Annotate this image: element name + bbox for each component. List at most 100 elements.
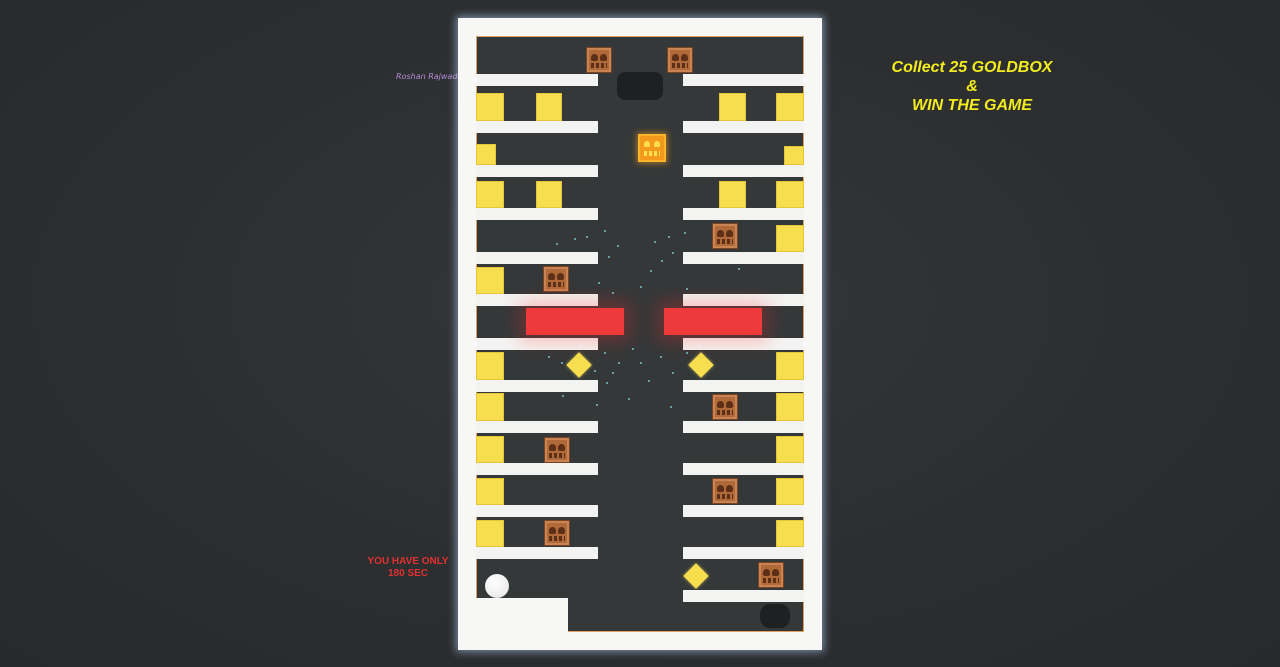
crate-icon [544,520,570,546]
exit-hole [617,72,663,100]
sparkle-particle [556,243,558,245]
sparkle-particle [604,230,606,232]
gold-box-icon [776,352,804,380]
sparkle-particle [632,348,634,350]
sparkle-particle [617,245,619,247]
sparkle-particle [618,362,620,364]
sparkle-particle [612,292,614,294]
goal-line-1: Collect 25 GOLDBOX [891,59,1053,76]
shelf-right [683,121,804,133]
sparkle-particle [660,356,662,358]
shelf-left [476,505,598,517]
sparkle-particle [684,232,686,234]
shelf-right [683,338,804,350]
shelf-right [683,590,804,602]
sparkle-particle [612,372,614,374]
gold-box-icon [476,352,504,380]
shelf-left [476,547,598,559]
crate-icon [667,47,693,73]
crate-icon [758,562,784,588]
gold-box-icon [776,436,804,463]
shelf-right [683,505,804,517]
gold-box-icon [784,146,804,165]
gold-box-icon [476,267,504,294]
shelf-left [476,421,598,433]
sparkle-particle [586,236,588,238]
sparkle-particle [738,268,740,270]
sparkle-particle [561,362,563,364]
crate-icon [586,47,612,73]
sparkle-particle [648,380,650,382]
time-limit-notice: YOU HAVE ONLY 180 SEC [358,556,458,580]
sparkle-particle [608,256,610,258]
sparkle-particle [574,238,576,240]
laser-barrier-right [664,308,762,335]
sparkle-particle [661,260,663,262]
gold-box-icon [536,93,562,121]
glowing-gold-box-icon [638,134,666,162]
shelf-right [683,463,804,475]
shelf-right [683,547,804,559]
author-credit: Roshan Rajwade [396,72,463,81]
shelf-left [476,463,598,475]
sparkle-particle [604,352,606,354]
sparkle-particle [686,288,688,290]
sparkle-particle [562,395,564,397]
gold-box-icon [476,144,496,165]
gold-box-icon [776,181,804,208]
goal-instructions: Collect 25 GOLDBOX & WIN THE GAME [872,58,1072,115]
shelf-right [683,208,804,220]
shelf-right [683,380,804,392]
laser-barrier-left [526,308,624,335]
shelf-left [476,252,598,264]
shelf-left [476,380,598,392]
sparkle-particle [672,372,674,374]
sparkle-particle [596,404,598,406]
sparkle-particle [668,236,670,238]
crate-icon [543,266,569,292]
timer-line-2: 180 SEC [387,568,429,579]
gold-box-icon [776,520,804,547]
gold-box-icon [476,181,504,208]
sparkle-particle [606,382,608,384]
shelf-left [476,294,598,306]
shelf-left [476,338,598,350]
gold-box-icon [776,478,804,505]
start-platform [476,598,568,632]
sparkle-particle [670,406,672,408]
shelf-right [683,294,804,306]
gold-box-icon [776,225,804,252]
shelf-left [476,121,598,133]
shelf-right [683,74,804,86]
sparkle-particle [640,286,642,288]
goal-line-3: WIN THE GAME [912,97,1032,114]
spawn-hole [760,604,790,628]
sparkle-particle [548,356,550,358]
shelf-left [476,74,598,86]
sparkle-particle [594,370,596,372]
gold-box-icon [719,181,746,208]
gold-box-icon [776,393,804,421]
goal-line-2: & [966,78,978,95]
crate-icon [712,223,738,249]
sparkle-particle [654,241,656,243]
gold-box-icon [476,436,504,463]
shelf-left [476,165,598,177]
shelf-right [683,165,804,177]
shelf-right [683,421,804,433]
gold-box-icon [476,520,504,547]
shelf-left [476,208,598,220]
gold-box-icon [476,93,504,121]
player-ball-icon [485,574,509,598]
sparkle-particle [686,352,688,354]
sparkle-particle [650,270,652,272]
gold-box-icon [776,93,804,121]
gold-box-icon [476,478,504,505]
crate-icon [544,437,570,463]
timer-line-1: YOU HAVE ONLY [367,556,449,567]
gold-box-icon [719,93,746,121]
sparkle-particle [628,398,630,400]
sparkle-particle [640,362,642,364]
